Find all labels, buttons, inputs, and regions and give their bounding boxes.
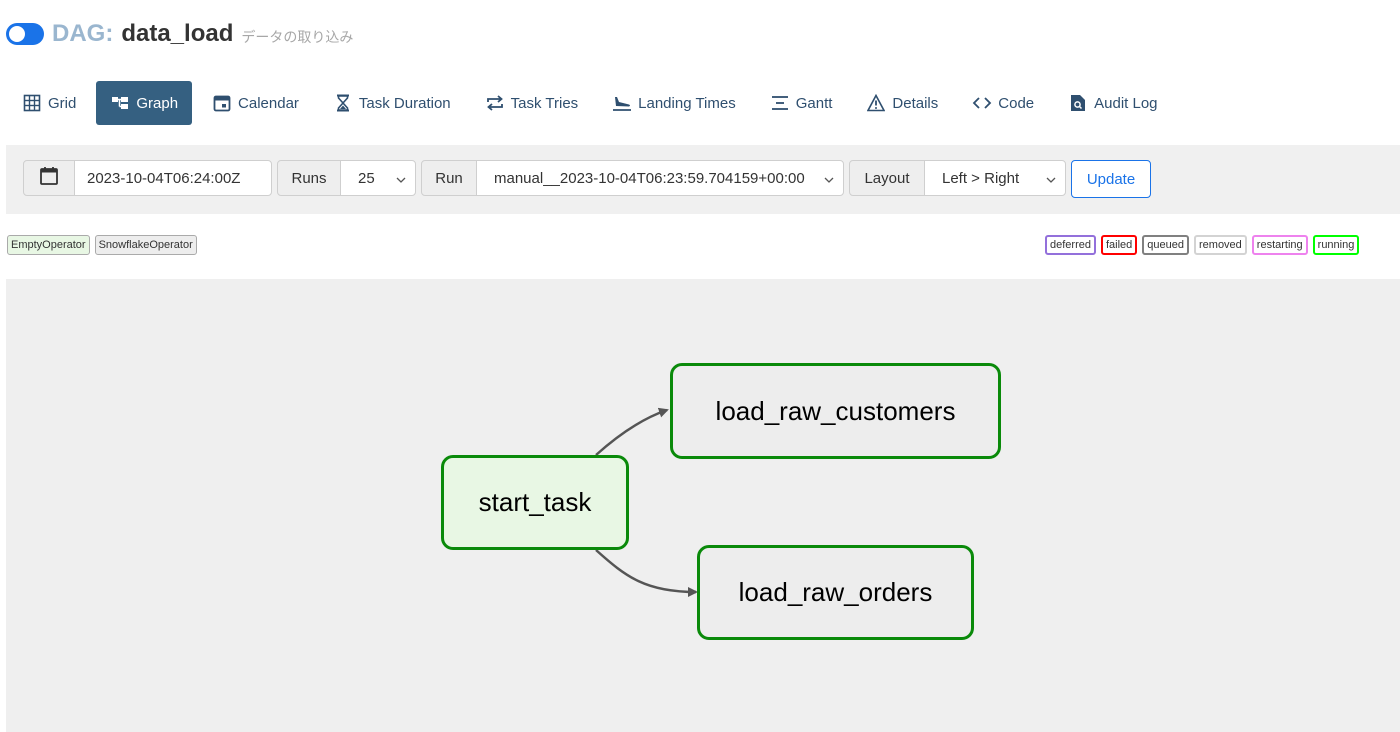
tab-label: Code bbox=[998, 94, 1035, 112]
legend-state-failed[interactable]: failed bbox=[1100, 235, 1138, 255]
tab-label: Landing Times bbox=[638, 94, 736, 112]
tab-grid[interactable]: Grid bbox=[0, 81, 90, 125]
tab-label: Audit Log bbox=[1094, 94, 1158, 112]
tab-calendar[interactable]: Calendar bbox=[198, 81, 313, 125]
dag-header: DAG: data_load データの取り込み bbox=[6, 18, 353, 50]
chevron-down-icon bbox=[1046, 172, 1056, 189]
tab-gantt[interactable]: Gantt bbox=[756, 81, 847, 125]
layout-select-value: Left > Right bbox=[942, 169, 1020, 187]
run-select[interactable]: manual__2023-10-04T06:23:59.704159+00:00 bbox=[476, 160, 844, 196]
runs-select[interactable]: 25 bbox=[340, 160, 416, 196]
graph-filter-bar: 2023-10-04T06:24:00Z Runs 25 Run manual_… bbox=[6, 145, 1400, 214]
chevron-down-icon bbox=[824, 172, 834, 189]
chevron-down-icon bbox=[396, 172, 406, 189]
run-label-text: Run bbox=[435, 169, 463, 187]
code-brackets-icon bbox=[972, 94, 992, 112]
hourglass-icon bbox=[333, 94, 353, 112]
layout-label: Layout bbox=[849, 160, 925, 196]
run-select-value: manual__2023-10-04T06:23:59.704159+00:00 bbox=[494, 169, 805, 187]
tab-label: Grid bbox=[48, 94, 77, 112]
legend-state-restarting[interactable]: restarting bbox=[1251, 235, 1308, 255]
tab-label: Gantt bbox=[795, 94, 833, 112]
task-node-load-raw-customers[interactable]: load_raw_customers bbox=[670, 363, 1001, 459]
state-legend: deferred failed queued removed restartin… bbox=[1045, 235, 1360, 255]
legend-state-deferred[interactable]: deferred bbox=[1045, 235, 1096, 255]
legend-state-running[interactable]: running bbox=[1312, 235, 1360, 255]
warning-triangle-icon bbox=[866, 94, 886, 112]
graph-edges bbox=[595, 407, 698, 597]
grid-icon bbox=[22, 94, 42, 112]
calendar-icon bbox=[212, 94, 232, 112]
task-node-load-raw-orders[interactable]: load_raw_orders bbox=[697, 545, 974, 640]
dag-pause-toggle[interactable] bbox=[6, 23, 44, 45]
runs-label-text: Runs bbox=[291, 169, 327, 187]
graph-icon bbox=[110, 94, 130, 112]
dag-id: data_load bbox=[121, 20, 234, 47]
runs-label: Runs bbox=[277, 160, 341, 196]
tab-code[interactable]: Code bbox=[958, 81, 1048, 125]
legend-state-removed[interactable]: removed bbox=[1194, 235, 1247, 255]
tab-label: Details bbox=[892, 94, 939, 112]
tab-label: Graph bbox=[136, 94, 179, 112]
date-picker-button[interactable] bbox=[23, 160, 75, 196]
edge-start-task-to-load-raw-customers bbox=[595, 407, 669, 456]
plane-landing-icon bbox=[612, 94, 632, 112]
tab-label: Calendar bbox=[238, 94, 299, 112]
tab-audit-log[interactable]: Audit Log bbox=[1054, 81, 1171, 125]
tab-task-duration[interactable]: Task Duration bbox=[319, 81, 465, 125]
run-label: Run bbox=[421, 160, 477, 196]
retry-arrows-icon bbox=[485, 94, 505, 112]
tab-label: Task Duration bbox=[358, 94, 451, 112]
runs-select-value: 25 bbox=[358, 169, 375, 187]
tab-landing-times[interactable]: Landing Times bbox=[598, 81, 750, 125]
legend-state-queued[interactable]: queued bbox=[1142, 235, 1189, 255]
dag-graph-canvas[interactable]: start_task load_raw_customers load_raw_o… bbox=[6, 279, 1400, 732]
tab-label: Task Tries bbox=[510, 94, 579, 112]
task-node-start-task[interactable]: start_task bbox=[441, 455, 629, 550]
operator-legend: EmptyOperator SnowflakeOperator bbox=[7, 235, 197, 255]
tab-task-tries[interactable]: Task Tries bbox=[471, 81, 593, 125]
view-tabs: Grid Graph Calendar Task Duration Task T… bbox=[0, 80, 1178, 126]
tab-graph[interactable]: Graph bbox=[96, 81, 193, 125]
gantt-icon bbox=[770, 94, 790, 112]
legend-empty-operator[interactable]: EmptyOperator bbox=[7, 235, 90, 255]
tab-details[interactable]: Details bbox=[852, 81, 952, 125]
update-button[interactable]: Update bbox=[1071, 160, 1151, 198]
dag-label-prefix: DAG: bbox=[52, 20, 114, 47]
edge-start-task-to-load-raw-orders bbox=[595, 549, 698, 597]
layout-label-text: Layout bbox=[864, 169, 910, 187]
execution-date-value: 2023-10-04T06:24:00Z bbox=[87, 169, 241, 187]
file-search-icon bbox=[1068, 94, 1088, 112]
execution-date-input[interactable]: 2023-10-04T06:24:00Z bbox=[74, 160, 272, 196]
legend-snowflake-operator[interactable]: SnowflakeOperator bbox=[94, 235, 197, 255]
layout-select[interactable]: Left > Right bbox=[924, 160, 1066, 196]
dag-description: データの取り込み bbox=[241, 29, 354, 45]
calendar-icon bbox=[39, 166, 59, 190]
